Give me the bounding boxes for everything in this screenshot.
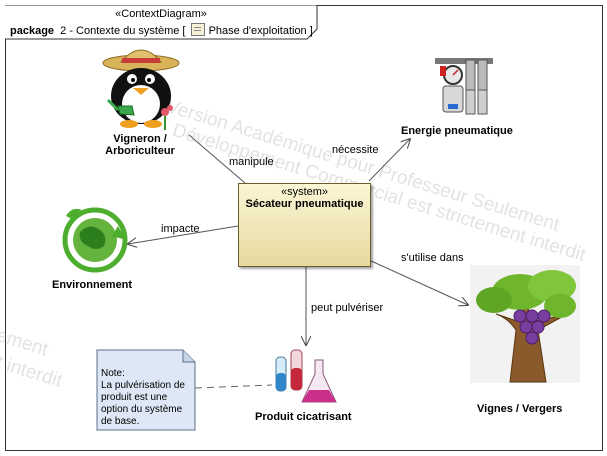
note-anchor-line[interactable] <box>194 384 273 389</box>
frame-title: package 2 - Contexte du système [ Phase … <box>10 23 313 37</box>
vigneron-icon[interactable] <box>102 49 180 130</box>
environnement-label: Environnement <box>52 279 133 291</box>
frame-kind: package <box>10 25 55 37</box>
label-pulveriser: peut pulvériser <box>311 302 384 314</box>
system-stereotype: «system» <box>280 186 329 198</box>
energie-label: Energie pneumatique <box>401 125 513 137</box>
environnement-icon[interactable] <box>62 207 128 273</box>
relation-necessite-line[interactable] <box>368 139 410 182</box>
energie-icon[interactable] <box>435 58 493 115</box>
vignes-label: Vignes / Vergers <box>477 403 563 415</box>
relation-impacte-line[interactable] <box>128 225 239 244</box>
label-impacte: impacte <box>161 223 200 235</box>
label-utilise: s'utilise dans <box>401 252 464 264</box>
note: Note: La pulvérisation de produit est un… <box>97 350 195 430</box>
frame-header: «ContextDiagram» package 2 - Contexte du… <box>5 5 318 40</box>
note-shape[interactable] <box>96 349 196 431</box>
relation-manipule-line[interactable] <box>188 134 246 184</box>
system-block[interactable]: «system» Sécateur pneumatique <box>238 183 371 267</box>
vigneron-label: Vigneron / Arboriculteur <box>105 133 175 157</box>
produit-label: Produit cicatrisant <box>255 411 352 423</box>
vignes-icon[interactable] <box>470 265 580 383</box>
label-manipule: manipule <box>229 156 274 168</box>
frame-tab-shape <box>5 5 318 40</box>
note-text: Note: La pulvérisation de produit est un… <box>101 368 185 427</box>
system-name: Sécateur pneumatique <box>245 198 364 210</box>
frame-phase: Phase d'exploitation ] <box>208 25 313 37</box>
frame-title-text: 2 - Contexte du système [ <box>60 25 186 37</box>
label-necessite: nécessite <box>332 144 379 156</box>
produit-icon[interactable] <box>275 349 337 403</box>
frame-stereotype: «ContextDiagram» <box>115 8 207 20</box>
diagram-icon <box>190 23 205 36</box>
relation-utilise-line[interactable] <box>368 259 468 305</box>
